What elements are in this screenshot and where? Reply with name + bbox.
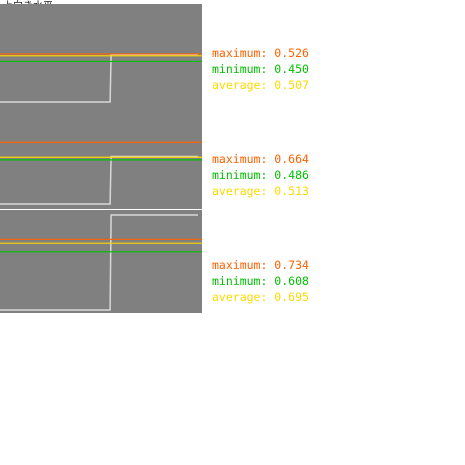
signal-line bbox=[0, 155, 198, 205]
stat-minimum-3: minimum: 0.608 bbox=[212, 274, 309, 288]
stat-average-3: average: 0.695 bbox=[212, 290, 309, 304]
stat-maximum-3: maximum: 0.734 bbox=[212, 258, 309, 272]
graph-3-plot bbox=[0, 214, 202, 311]
stats-3: maximum: 0.734 minimum: 0.608 average: 0… bbox=[212, 257, 372, 305]
stat-maximum-2: maximum: 0.664 bbox=[212, 152, 309, 166]
stat-maximum-1: maximum: 0.526 bbox=[212, 46, 309, 60]
graph-1-plot bbox=[0, 53, 202, 103]
stat-average-1: average: 0.507 bbox=[212, 78, 309, 92]
graph-panel-3 bbox=[0, 210, 202, 313]
stat-minimum-2: minimum: 0.486 bbox=[212, 168, 309, 182]
stats-1: maximum: 0.526 minimum: 0.450 average: 0… bbox=[212, 45, 372, 93]
stat-average-2: average: 0.513 bbox=[212, 184, 309, 198]
stats-2: maximum: 0.664 minimum: 0.486 average: 0… bbox=[212, 151, 372, 199]
signal-line bbox=[0, 214, 198, 311]
stat-minimum-1: minimum: 0.450 bbox=[212, 62, 309, 76]
graph-panel-1 bbox=[0, 4, 202, 107]
graph-2-plot bbox=[0, 141, 202, 205]
graph-panel-2 bbox=[0, 106, 202, 209]
